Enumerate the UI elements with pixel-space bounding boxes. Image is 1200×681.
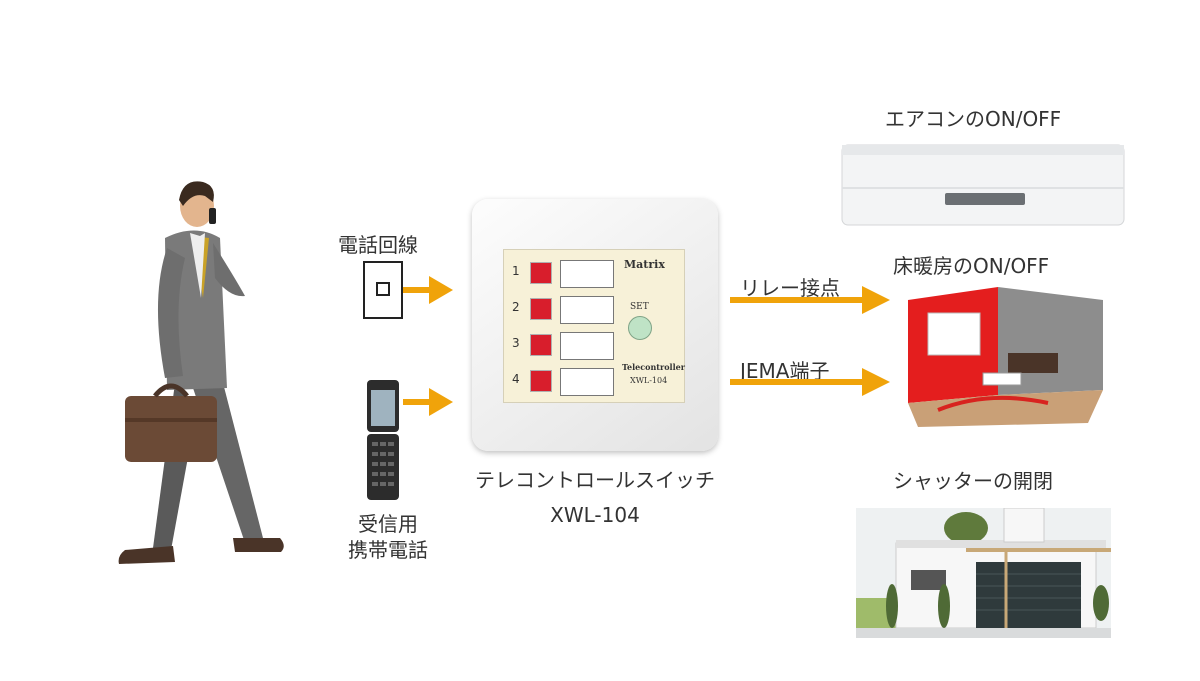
product-label: Telecontroller xyxy=(622,362,685,372)
set-button[interactable] xyxy=(628,316,652,340)
arrow-relay xyxy=(730,284,892,316)
brand-label: Matrix xyxy=(624,258,665,271)
telecontrol-switch-device: 1 2 3 4 Matrix SET Telecontroller XWL-10… xyxy=(472,199,718,451)
device-name: テレコントロールスイッチ xyxy=(475,468,715,492)
channel-number: 1 xyxy=(512,264,520,278)
channel-number: 3 xyxy=(512,336,520,350)
garage-shutter-icon xyxy=(856,508,1111,638)
arrow-mobile-to-device xyxy=(403,386,455,418)
arrow-jema xyxy=(730,366,892,398)
mobile-label-line1: 受信用 xyxy=(358,512,418,536)
phone-jack-icon xyxy=(363,261,403,319)
arrow-phone-to-device xyxy=(403,274,455,306)
channel-1-label-slot xyxy=(560,260,614,288)
channel-number: 2 xyxy=(512,300,520,314)
floor-heating-room-icon xyxy=(898,285,1116,433)
flip-phone-icon xyxy=(366,378,400,502)
channel-4-label-slot xyxy=(560,368,614,396)
aircon-icon xyxy=(840,143,1126,231)
aircon-label: エアコンのON/OFF xyxy=(885,107,1062,131)
channel-number: 4 xyxy=(512,372,520,386)
device-model: XWL-104 xyxy=(550,503,640,527)
channel-2-label-slot xyxy=(560,296,614,324)
device-panel: 1 2 3 4 Matrix SET Telecontroller XWL-10… xyxy=(503,249,685,403)
floor-heating-label: 床暖房のON/OFF xyxy=(893,254,1050,278)
channel-4-button[interactable] xyxy=(530,370,552,392)
product-model-label: XWL-104 xyxy=(630,376,668,385)
shutter-label: シャッターの開閉 xyxy=(893,469,1053,493)
channel-3-label-slot xyxy=(560,332,614,360)
mobile-label: 受信用 携帯電話 xyxy=(333,511,443,563)
relay-contact-label: リレー接点 xyxy=(740,276,840,300)
phone-line-label: 電話回線 xyxy=(338,233,418,257)
channel-1-button[interactable] xyxy=(530,262,552,284)
channel-2-button[interactable] xyxy=(530,298,552,320)
mobile-label-line2: 携帯電話 xyxy=(348,538,428,562)
channel-3-button[interactable] xyxy=(530,334,552,356)
businessman-illustration xyxy=(105,178,290,573)
set-label: SET xyxy=(630,302,649,312)
